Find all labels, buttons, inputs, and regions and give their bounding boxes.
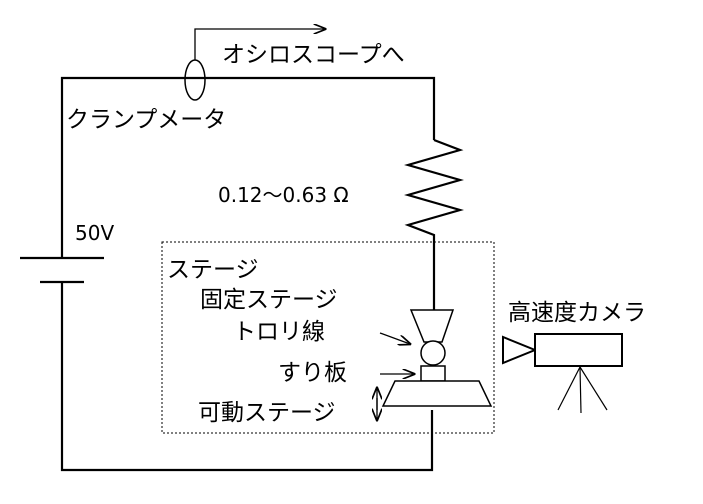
- resistance-label: 0.12～0.63 Ω: [218, 183, 349, 207]
- oscilloscope-arrow: [194, 29, 325, 60]
- trolley-wire-arrow: [379, 332, 410, 344]
- clamp-meter-label: クランプメータ: [66, 107, 226, 133]
- movable-stage-label: 可動ステージ: [198, 400, 336, 426]
- trolley-wire-shape: [420, 340, 446, 366]
- circuit-wire-bottom: [60, 282, 434, 472]
- resistor-zigzag: [404, 138, 464, 310]
- contact-strip-label: すり板: [278, 360, 347, 386]
- clamp-meter-icon: [184, 59, 206, 101]
- camera-label: 高速度カメラ: [508, 300, 646, 326]
- stage-label: ステージ: [167, 257, 259, 283]
- stage-box: [161, 241, 495, 434]
- circuit-wire: [60, 76, 436, 258]
- contact-strip-shape: [420, 365, 446, 382]
- fixed-stage-label: 固定ステージ: [200, 287, 338, 313]
- fixed-stage-shape: [409, 309, 455, 343]
- high-speed-camera-icon: [502, 333, 623, 414]
- movable-stage-shape: [381, 380, 493, 407]
- oscilloscope-label: オシロスコープへ: [222, 42, 405, 68]
- voltage-label: 50V: [75, 221, 114, 245]
- trolley-wire-label: トロリ線: [233, 319, 325, 345]
